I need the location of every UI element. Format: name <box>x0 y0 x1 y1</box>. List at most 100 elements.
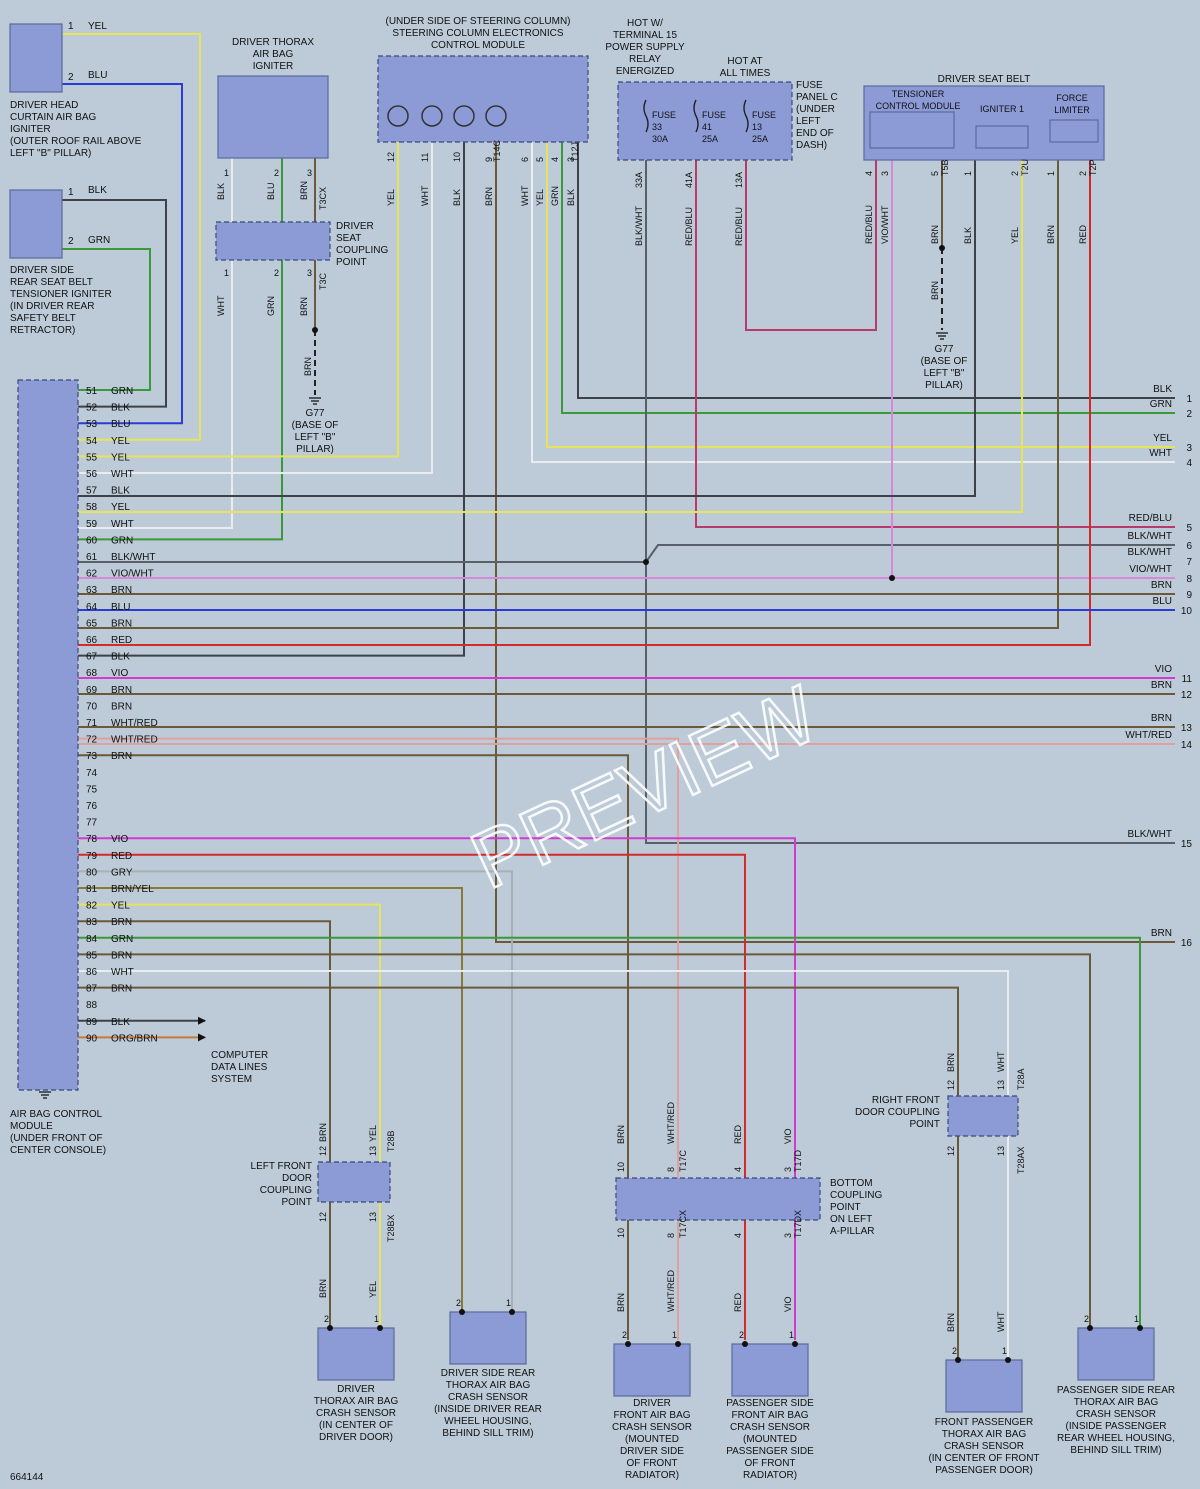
acm-pin-wire: GRY <box>111 867 133 878</box>
wire-brn-65 <box>78 160 1059 629</box>
wire-brn-83 <box>78 920 331 1326</box>
steering-pin: 9 <box>484 157 494 162</box>
wire-layer <box>62 33 1175 1358</box>
coupling-pin: T17DX <box>793 1210 803 1238</box>
wire-vio-78 <box>78 837 796 1340</box>
acm-pin-wire: BLU <box>111 602 130 613</box>
crash-sensor-label: (MOUNTED <box>625 1434 679 1445</box>
acm-pin-number: 75 <box>86 784 98 795</box>
wire-redblu-5 <box>695 160 1175 528</box>
sensor-terminal <box>1137 1325 1143 1331</box>
fuse-panel-label: LEFT <box>796 116 820 127</box>
crash-sensor-label: (INSIDE PASSENGER <box>1066 1421 1167 1432</box>
hot-label: ALL TIMES <box>720 68 771 79</box>
edge-wire-label: VIO <box>1155 664 1172 675</box>
sensor-pin: 1 <box>506 1298 511 1308</box>
thorax-igniter-label: IGNITER <box>253 61 294 72</box>
wire-label: BRN <box>946 1053 956 1072</box>
crash-sensor-label: PASSENGER DOOR) <box>935 1465 1033 1476</box>
thorax-igniter-label: AIR BAG <box>253 49 294 60</box>
acm-pin-number: 74 <box>86 768 98 779</box>
seat-coupling-label: POINT <box>336 257 367 268</box>
door-pin: 12 <box>318 1212 328 1222</box>
wire-label: BLK <box>963 227 973 244</box>
sensor-pin: 2 <box>622 1330 627 1340</box>
edge-wire-label: WHT <box>1149 448 1172 459</box>
crash-sensor-label: OF FRONT <box>744 1458 795 1469</box>
edge-wire-label: BLK <box>1153 384 1172 395</box>
wire-label: WHT/RED <box>666 1102 676 1144</box>
crash-sensor-label: CRASH SENSOR <box>730 1422 810 1433</box>
sensor-terminal <box>955 1357 961 1363</box>
wire-label: YEL <box>1010 227 1020 244</box>
steering-pin: 12 <box>386 152 396 162</box>
fuse-panel-label: FUSE <box>796 80 823 91</box>
crash-sensor-label: (IN CENTER OF FRONT <box>928 1453 1039 1464</box>
acm-pin-wire: GRN <box>111 535 133 546</box>
crash-sensor-label: RADIATOR) <box>743 1470 797 1481</box>
sensor-terminal <box>1005 1357 1011 1363</box>
head-airbag-label: (OUTER ROOF RAIL ABOVE <box>10 136 142 147</box>
pin-number: 2 <box>274 168 279 178</box>
crash-sensor-label: BEHIND SILL TRIM) <box>1070 1445 1161 1456</box>
wire-label: VIO <box>783 1296 793 1312</box>
figure-id: 664144 <box>10 1472 44 1483</box>
acm-pin-number: 54 <box>86 436 98 447</box>
coupling-pin: 4 <box>733 1233 743 1238</box>
belt-pin: 5 <box>930 171 940 176</box>
acm-pin-wire: BRN/YEL <box>111 884 154 895</box>
acm-pin-number: 55 <box>86 452 98 463</box>
airbag-control-module <box>17 379 79 1091</box>
acm-pin-number: 71 <box>86 718 98 729</box>
acm-pin-number: 84 <box>86 934 98 945</box>
acm-pin-wire: BRN <box>111 917 132 928</box>
wire-label: GRN <box>266 296 276 316</box>
acm-pin-wire: VIO <box>111 668 128 679</box>
acm-pin-number: 81 <box>86 884 98 895</box>
right-front-door-coupling <box>947 1095 1019 1137</box>
crash-sensor-label: DRIVER <box>633 1398 671 1409</box>
wire-whtred-72 <box>78 737 679 1340</box>
wire-grn-84 <box>78 936 1141 1326</box>
tensioner-igniter-label: REAR SEAT BELT <box>10 277 93 288</box>
edge-wire-label: YEL <box>1153 433 1172 444</box>
crash-sensor-label: THORAX AIR BAG <box>446 1380 531 1391</box>
fuse-pin: 13A <box>734 172 744 188</box>
wire-label: RED <box>733 1124 743 1144</box>
crash-sensor-1 <box>317 1327 395 1381</box>
edge-wire-label: BRN <box>1151 928 1172 939</box>
sensor-terminal <box>459 1309 465 1315</box>
bottom-coupling-point <box>615 1177 821 1221</box>
steering-pin: T12J <box>570 142 580 162</box>
steering-pin: 4 <box>550 157 560 162</box>
wire-label: BLK <box>566 189 576 206</box>
head-airbag-label: DRIVER HEAD <box>10 100 78 111</box>
fuse-label: 30A <box>652 134 668 144</box>
wire-label: RED <box>733 1292 743 1312</box>
edge-wire-label: BRN <box>1151 713 1172 724</box>
bottom-coupling-label: ON LEFT <box>830 1214 872 1225</box>
acm-pin-wire: GRN <box>111 934 133 945</box>
edge-reference: 2 <box>1186 409 1192 420</box>
wire-wht-56 <box>78 142 433 474</box>
right-door-label: DOOR COUPLING <box>855 1107 940 1118</box>
steering-module-label: CONTROL MODULE <box>431 40 525 51</box>
left-door-label: COUPLING <box>260 1185 312 1196</box>
wire-label: BRN <box>930 281 940 300</box>
thorax-igniter-label: DRIVER THORAX <box>232 37 314 48</box>
crash-sensor-label: CRASH SENSOR <box>1076 1409 1156 1420</box>
sensor-pin: 1 <box>672 1330 677 1340</box>
acm-pin-number: 56 <box>86 469 98 480</box>
acm-pin-number: 87 <box>86 984 98 995</box>
acm-pin-wire: VIO/WHT <box>111 569 154 580</box>
acm-pin-number: 53 <box>86 419 98 430</box>
wire-wht-86 <box>78 970 1009 1358</box>
acm-pin-wire: RED <box>111 851 132 862</box>
splice-dot <box>939 245 945 251</box>
acm-pin-wire: GRN <box>111 386 133 397</box>
crash-sensor-label: CRASH SENSOR <box>316 1408 396 1419</box>
crash-sensor-4 <box>731 1343 809 1397</box>
fuse-symbol <box>693 99 699 133</box>
coupling-pin: 8 <box>666 1233 676 1238</box>
edge-reference: 8 <box>1186 574 1192 585</box>
